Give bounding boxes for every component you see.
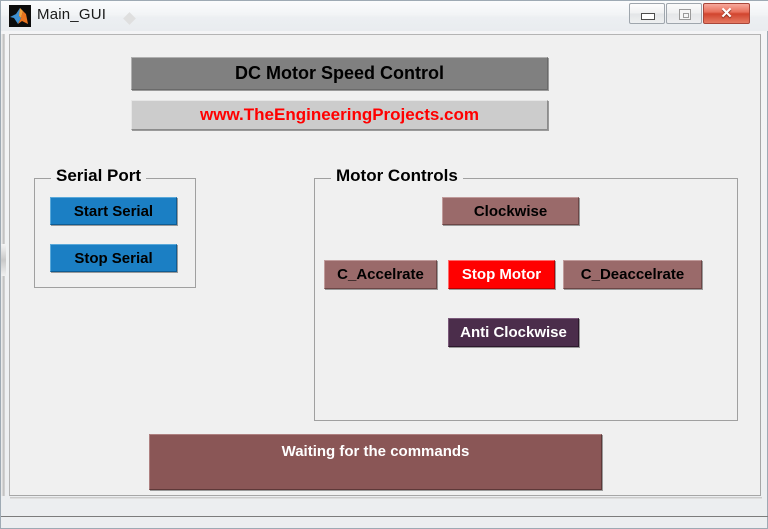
minimize-button[interactable]: [629, 3, 665, 24]
left-edge-scrollbar-thumb[interactable]: [1, 244, 6, 276]
maximize-button[interactable]: [666, 3, 702, 24]
matlab-logo-icon: [9, 5, 31, 27]
serial-port-panel: Serial Port: [34, 166, 196, 288]
serial-port-panel-title: Serial Port: [51, 166, 147, 186]
maximize-icon: [679, 9, 691, 20]
title-bar[interactable]: Main_GUI ✕: [1, 1, 768, 31]
minimize-icon: [641, 13, 655, 20]
anti-clockwise-button[interactable]: Anti Clockwise: [448, 318, 579, 347]
accelerate-button[interactable]: C_Accelrate: [324, 260, 437, 289]
deaccelerate-button[interactable]: C_Deaccelrate: [563, 260, 702, 289]
title-marker-dot: [123, 12, 136, 25]
start-serial-button[interactable]: Start Serial: [50, 197, 177, 225]
stop-motor-button[interactable]: Stop Motor: [448, 260, 555, 289]
close-icon: ✕: [720, 5, 733, 22]
close-button[interactable]: ✕: [703, 3, 750, 24]
window-bottom-border: [1, 516, 768, 517]
motor-controls-panel-title: Motor Controls: [331, 166, 463, 186]
website-banner: www.TheEngineeringProjects.com: [131, 100, 548, 130]
window-title: Main_GUI: [37, 6, 107, 23]
page-title: DC Motor Speed Control: [131, 57, 548, 90]
clockwise-button[interactable]: Clockwise: [442, 197, 579, 225]
motor-controls-panel: Motor Controls: [314, 166, 738, 421]
stop-serial-button[interactable]: Stop Serial: [50, 244, 177, 272]
status-display: Waiting for the commands: [149, 434, 602, 490]
client-shadow: [10, 497, 762, 499]
maximize-inner-icon: [683, 13, 689, 18]
